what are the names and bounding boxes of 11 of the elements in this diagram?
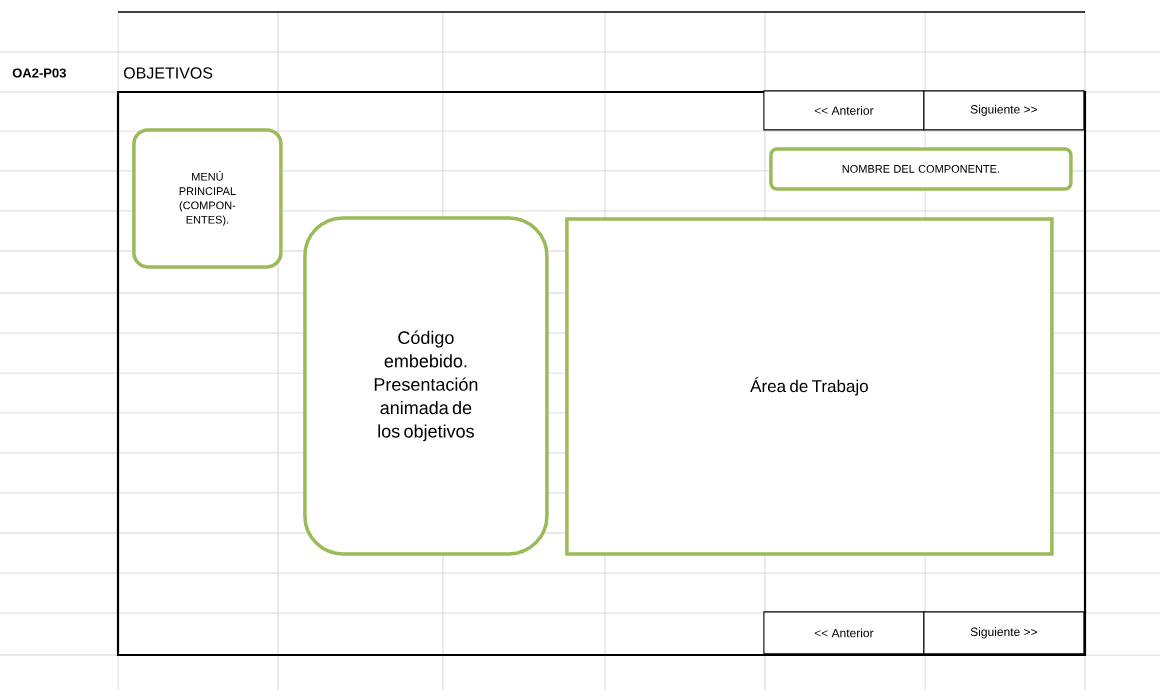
component-name-box: NOMBRE DEL COMPONENTE. <box>769 147 1073 191</box>
nav-button: Siguiente >> <box>923 611 1085 655</box>
page-code-label: OA2-P03 <box>12 68 66 78</box>
nav-button: << Anterior <box>763 611 925 655</box>
nav-button: << Anterior <box>763 90 925 131</box>
work-area-box: Área de Trabajo <box>565 217 1054 556</box>
page-frame <box>116 90 1087 657</box>
embedded-code-box: Código embebido. Presentación animada de los objetivos <box>303 216 549 556</box>
menu-box: MENÚ PRINCIPAL (COMPON-ENTES). <box>132 128 283 269</box>
nav-button: Siguiente >> <box>923 90 1085 131</box>
page-title: OBJETIVOS <box>123 67 213 79</box>
